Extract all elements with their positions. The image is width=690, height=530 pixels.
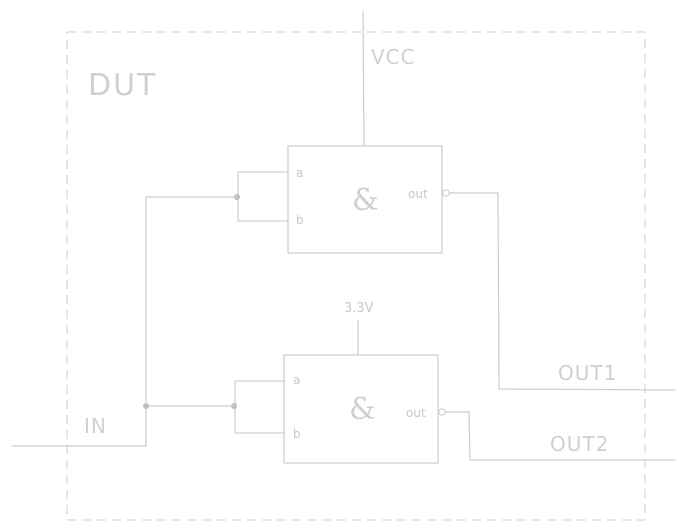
gate-bottom-pin-out: out bbox=[406, 406, 426, 420]
gate-top-symbol: & bbox=[352, 183, 379, 218]
out1-label: OUT1 bbox=[558, 361, 617, 385]
out1-wire bbox=[449, 192, 676, 391]
vcc-label: VCC bbox=[371, 45, 416, 69]
gate-bottom-input-fork bbox=[234, 380, 285, 434]
gate-top-output-bubble bbox=[442, 189, 450, 197]
gate-top-input-fork bbox=[237, 171, 289, 222]
dut-boundary bbox=[66, 31, 646, 521]
in-label: IN bbox=[84, 414, 107, 438]
gate-top: & a b out bbox=[287, 145, 450, 254]
gate-top-pin-out: out bbox=[408, 187, 428, 201]
gate-top-body bbox=[287, 145, 443, 254]
in-junction-dot bbox=[143, 403, 149, 409]
out2-label: OUT2 bbox=[550, 432, 609, 456]
dut-label: DUT bbox=[88, 68, 157, 103]
gate-top-pin-b: b bbox=[296, 213, 304, 227]
out2-wire bbox=[445, 411, 676, 461]
gate-bottom-pin-b: b bbox=[293, 427, 301, 441]
supply-3v3-label: 3.3V bbox=[344, 301, 374, 316]
gate-top-pin-a: a bbox=[296, 166, 303, 180]
gate-bottom-symbol: & bbox=[349, 392, 376, 427]
gate-bottom: & a b out bbox=[283, 354, 446, 464]
in-wire-to-top-gate bbox=[11, 196, 238, 447]
gate-bottom-pin-a: a bbox=[293, 373, 300, 387]
vcc-wire bbox=[362, 11, 365, 147]
gate-bottom-output-bubble bbox=[438, 408, 446, 416]
gate-bottom-body bbox=[283, 354, 439, 464]
